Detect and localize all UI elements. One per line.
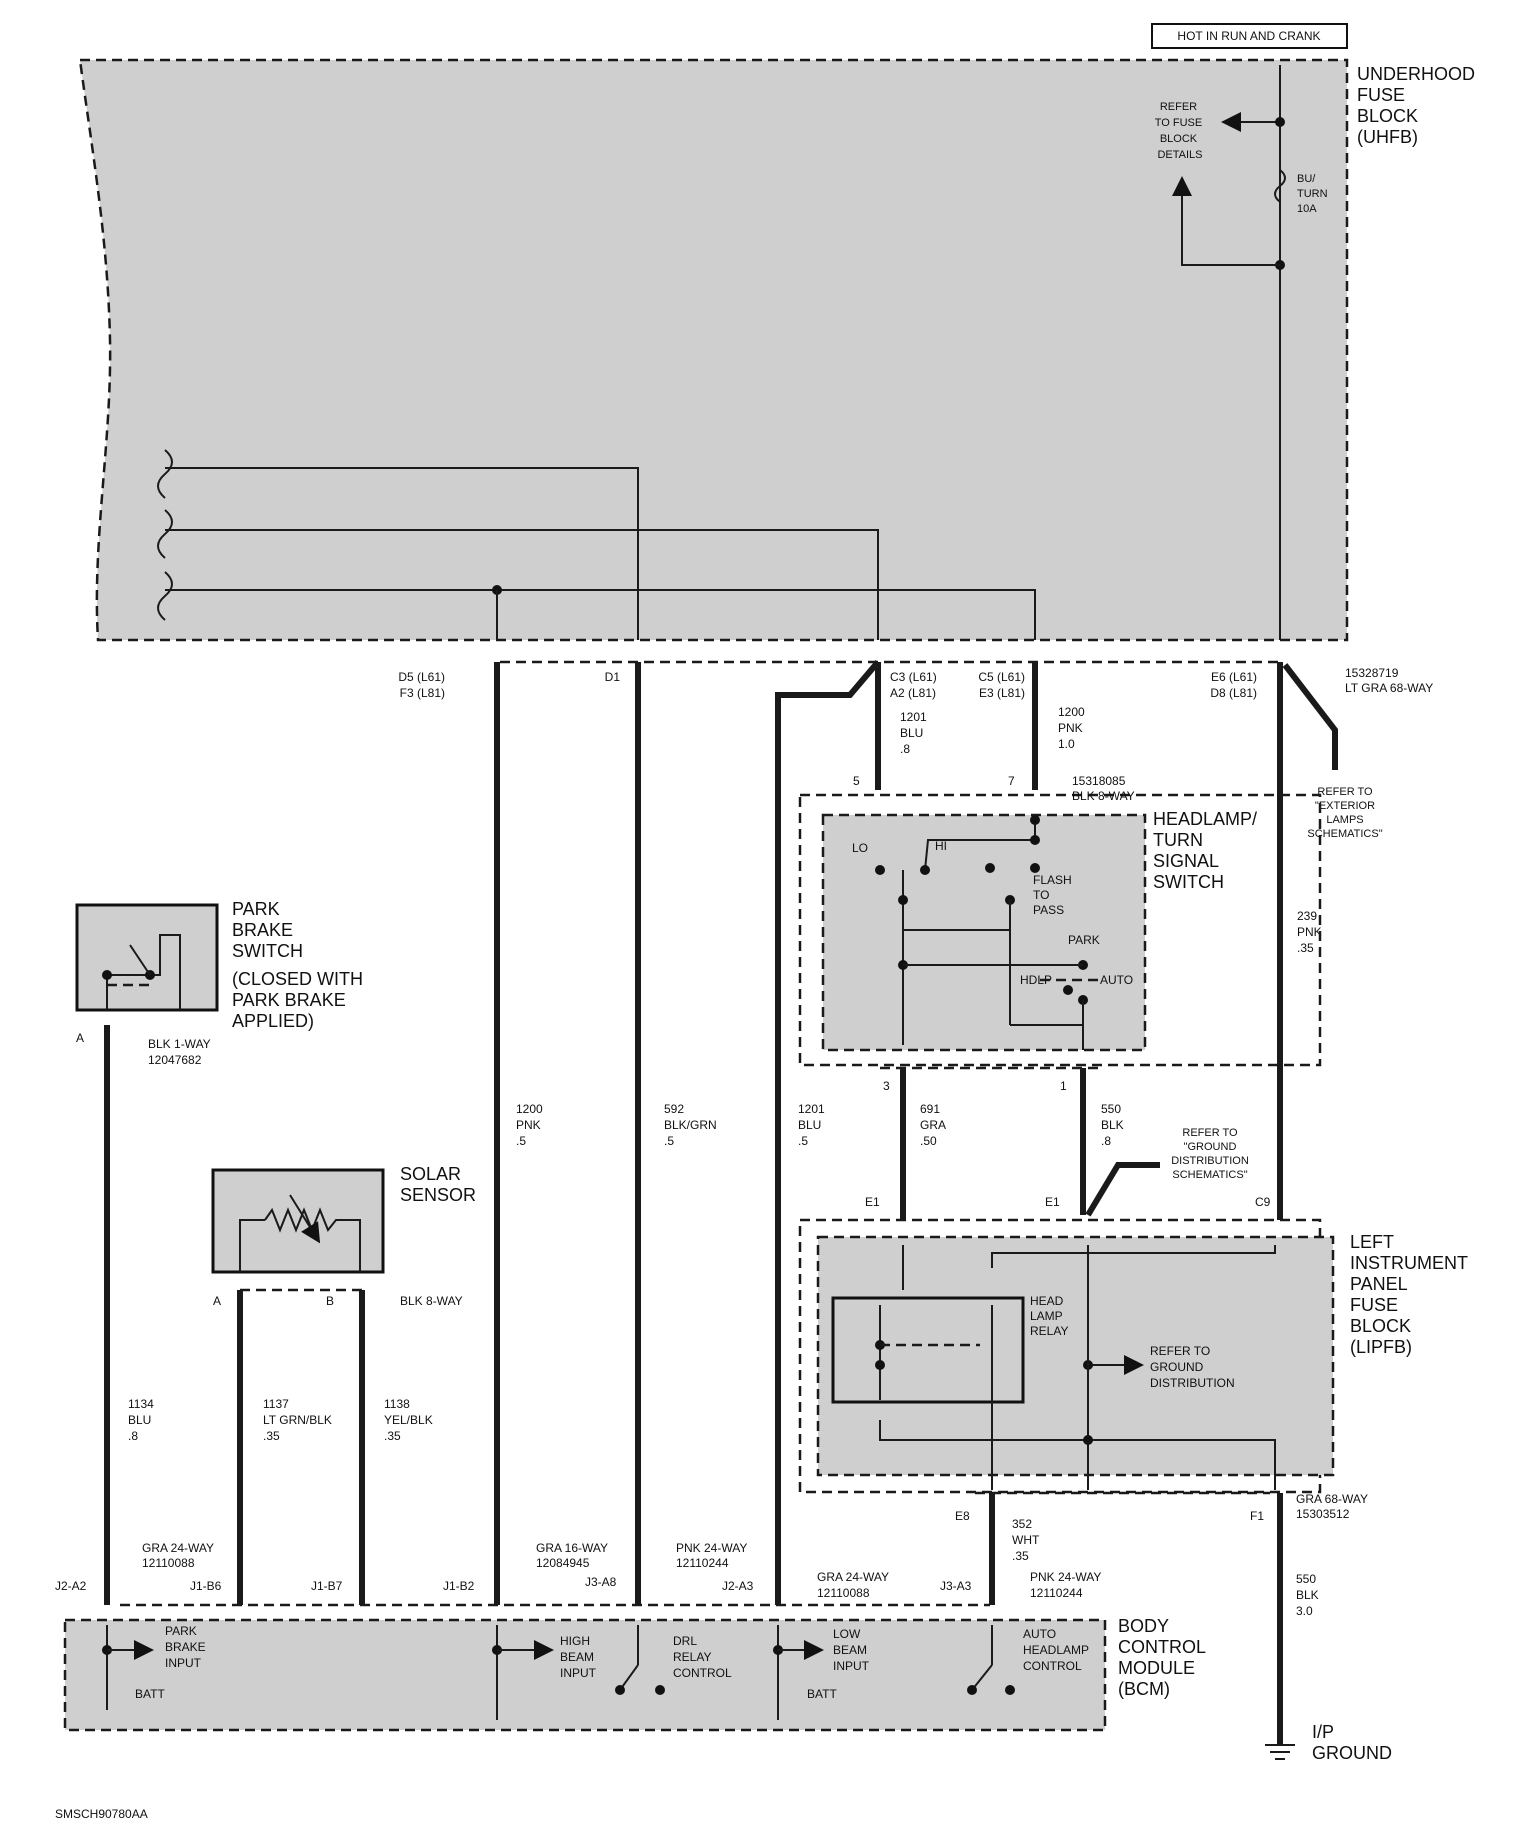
svg-text:C9: C9 xyxy=(1255,1195,1271,1209)
wire-exterior-branch xyxy=(1282,663,1338,770)
conn-d1: D1 xyxy=(605,670,621,684)
svg-text:5: 5 xyxy=(853,774,860,788)
svg-text:LO: LO xyxy=(852,841,868,855)
svg-text:HDLP: HDLP xyxy=(1020,973,1052,987)
wire-ground-branch xyxy=(1085,1162,1160,1217)
svg-text:E1: E1 xyxy=(865,1195,880,1209)
conn-c5: C5 (L61)E3 (L81) xyxy=(978,670,1025,700)
svg-text:E8: E8 xyxy=(955,1509,970,1523)
svg-text:J1-B2: J1-B2 xyxy=(443,1579,475,1593)
uhfb-fuse: BU/ TURN 10A xyxy=(1297,173,1331,215)
svg-text:AUTO: AUTO xyxy=(1100,973,1133,987)
svg-text:J3-A3: J3-A3 xyxy=(940,1579,972,1593)
svg-text:BATT: BATT xyxy=(807,1687,837,1701)
hot-in-run-label: HOT IN RUN AND CRANK xyxy=(1151,23,1348,49)
svg-text:A: A xyxy=(76,1031,84,1045)
uhfb-refer: REFER TO FUSE BLOCK DETAILS xyxy=(1155,101,1206,161)
svg-text:J2-A3: J2-A3 xyxy=(722,1579,754,1593)
svg-text:HOT IN RUN AND CRANK: HOT IN RUN AND CRANK xyxy=(1177,29,1320,43)
conn-d5: D5 (L61)F3 (L81) xyxy=(398,670,445,700)
document-id: SMSCH90780AA xyxy=(55,1807,148,1821)
headlamp-switch-pins: 3 1 xyxy=(880,1066,1100,1093)
svg-text:1: 1 xyxy=(1060,1079,1067,1093)
svg-text:BLK 8-WAY: BLK 8-WAY xyxy=(400,1294,463,1308)
svg-text:J2-A2: J2-A2 xyxy=(55,1579,87,1593)
conn-c3: C3 (L61)A2 (L81) xyxy=(890,670,937,700)
conn-e6: E6 (L61)D8 (L81) xyxy=(1210,670,1257,700)
svg-text:BATT: BATT xyxy=(135,1687,165,1701)
svg-text:J1-B6: J1-B6 xyxy=(190,1579,222,1593)
svg-text:E1: E1 xyxy=(1045,1195,1060,1209)
svg-text:HI: HI xyxy=(935,839,947,853)
svg-text:F1: F1 xyxy=(1250,1509,1264,1523)
svg-text:J1-B7: J1-B7 xyxy=(311,1579,343,1593)
uhfb-title: UNDERHOOD FUSE BLOCK (UHFB) xyxy=(1357,64,1480,147)
svg-text:A: A xyxy=(213,1294,221,1308)
wire-1201-blu xyxy=(775,660,881,1605)
svg-text:B: B xyxy=(326,1294,334,1308)
svg-text:J3-A8: J3-A8 xyxy=(585,1575,617,1589)
svg-text:3: 3 xyxy=(883,1079,890,1093)
underhood-fuse-block: UNDERHOOD FUSE BLOCK (UHFB) REFER TO FUS… xyxy=(78,58,1480,642)
uhfb-connector-pins: D5 (L61)F3 (L81) D1 C3 (L61)A2 (L81) C5 … xyxy=(398,660,1433,700)
svg-text:PARK: PARK xyxy=(1068,933,1100,947)
svg-text:7: 7 xyxy=(1008,774,1015,788)
